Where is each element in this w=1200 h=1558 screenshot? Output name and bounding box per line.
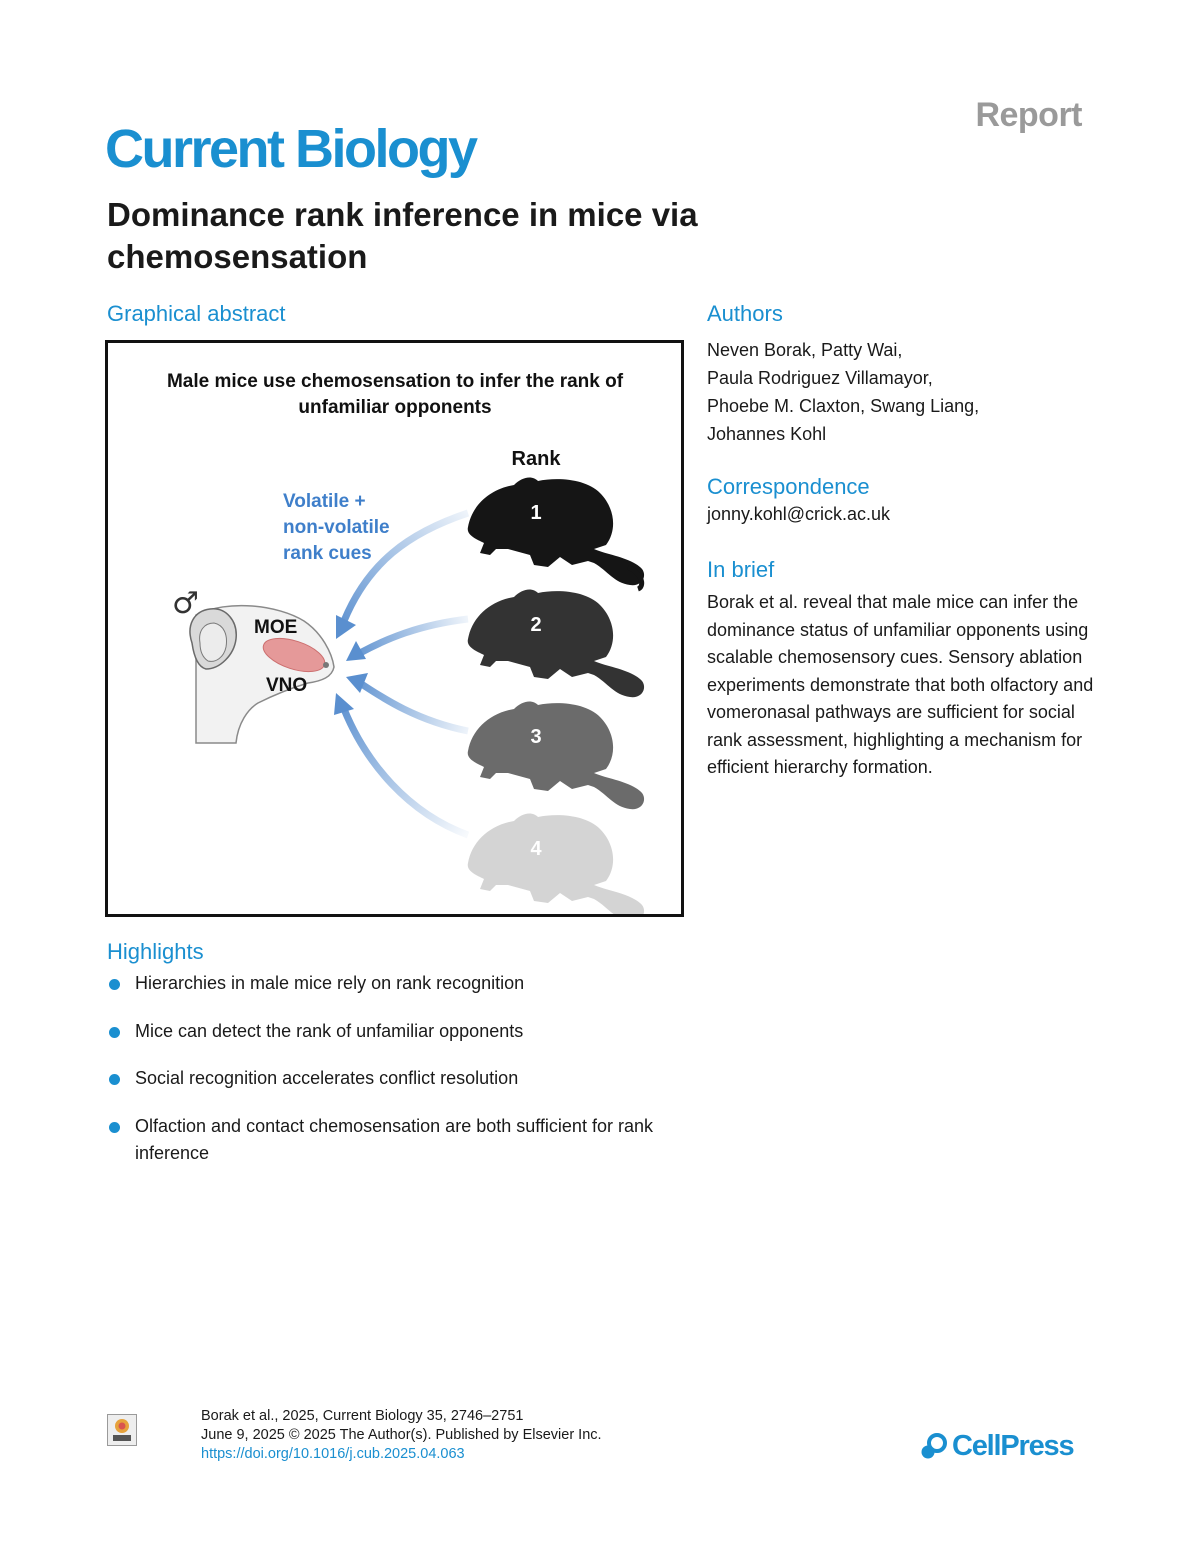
highlight-item: Social recognition accelerates conflict …: [107, 1065, 697, 1093]
authors-list: Neven Borak, Patty Wai, Paula Rodriguez …: [707, 336, 1087, 448]
mouse-rank4-icon: 4: [467, 813, 645, 914]
highlight-text: Social recognition accelerates conflict …: [135, 1068, 519, 1088]
citation-line2: June 9, 2025 © 2025 The Author(s). Publi…: [201, 1427, 602, 1443]
author-line: Paula Rodriguez Villamayor,: [707, 368, 933, 388]
figure-title-line2: unfamiliar opponents: [298, 397, 491, 418]
author-line: Neven Borak, Patty Wai,: [707, 340, 903, 360]
bullet-icon: [109, 1074, 120, 1085]
highlights-heading: Highlights: [107, 939, 204, 964]
author-line: Phoebe M. Claxton, Swang Liang,: [707, 396, 980, 416]
authors-heading: Authors: [707, 301, 783, 326]
rank-label: Rank: [512, 448, 562, 470]
highlight-text: Mice can detect the rank of unfamiliar o…: [135, 1020, 524, 1041]
figure-title-line1: Male mice use chemosensation to infer th…: [167, 371, 624, 392]
highlight-item: Olfaction and contact chemosensation are…: [107, 1113, 697, 1168]
graphical-abstract-svg: Male mice use chemosensation to infer th…: [167, 371, 645, 914]
graphical-abstract-figure: Male mice use chemosensation to infer th…: [105, 340, 684, 917]
article-title: Dominance rank inference in mice via che…: [107, 196, 698, 275]
citation-line1: Borak et al., 2025, Current Biology 35, …: [201, 1408, 524, 1424]
cellpress-wordmark: CellPress: [952, 1430, 1075, 1462]
arrow-rank4: [334, 693, 470, 839]
cellpress-logo[interactable]: CellPress: [918, 1430, 1075, 1463]
arrow-rank3: [346, 673, 469, 735]
in-brief-text: Borak et al. reveal that male mice can i…: [707, 592, 1094, 777]
moe-label: MOE: [254, 617, 297, 638]
bullet-icon: [109, 979, 120, 990]
citation-block: Borak et al., 2025, Current Biology 35, …: [201, 1407, 602, 1464]
cue-label-line2: non-volatile: [283, 517, 390, 538]
male-symbol-icon: ♂: [172, 586, 199, 621]
highlight-item: Mice can detect the rank of unfamiliar o…: [107, 1018, 697, 1046]
correspondence-email-link[interactable]: jonny.kohl@crick.ac.uk: [707, 504, 891, 524]
article-type-label: Report: [975, 96, 1082, 134]
mouse-rank3-icon: 3: [467, 701, 645, 810]
cue-label-line3: rank cues: [283, 543, 372, 564]
in-brief-heading: In brief: [707, 557, 775, 582]
mouse-rank2-icon: 2: [467, 589, 645, 698]
highlights-list: Hierarchies in male mice rely on rank re…: [107, 970, 697, 1188]
doi-link[interactable]: https://doi.org/10.1016/j.cub.2025.04.06…: [201, 1446, 465, 1462]
focal-mouse-head: [189, 604, 335, 744]
rank-number-3: 3: [530, 726, 541, 748]
rank-number-2: 2: [530, 614, 541, 636]
cellpress-mark-icon: [921, 1432, 947, 1458]
arrow-rank2: [346, 615, 469, 661]
graphical-abstract-heading: Graphical abstract: [107, 301, 286, 326]
vno-label: VNO: [266, 675, 307, 696]
author-line: Johannes Kohl: [707, 424, 827, 444]
rank-number-4: 4: [530, 838, 542, 860]
cue-label-line1: Volatile +: [283, 491, 366, 512]
journal-title: Current Biology: [105, 119, 478, 179]
crossmark-icon[interactable]: [107, 1414, 137, 1446]
correspondence-heading: Correspondence: [707, 474, 870, 499]
highlight-item: Hierarchies in male mice rely on rank re…: [107, 970, 697, 998]
mouse-rank1-icon: 1: [467, 477, 645, 592]
rank-number-1: 1: [530, 502, 541, 524]
bullet-icon: [109, 1026, 120, 1038]
highlight-text: Hierarchies in male mice rely on rank re…: [135, 973, 525, 993]
arrow-rank1: [336, 509, 470, 639]
highlight-text: Olfaction and contact chemosensation are…: [135, 1115, 653, 1164]
bullet-icon: [109, 1121, 120, 1133]
